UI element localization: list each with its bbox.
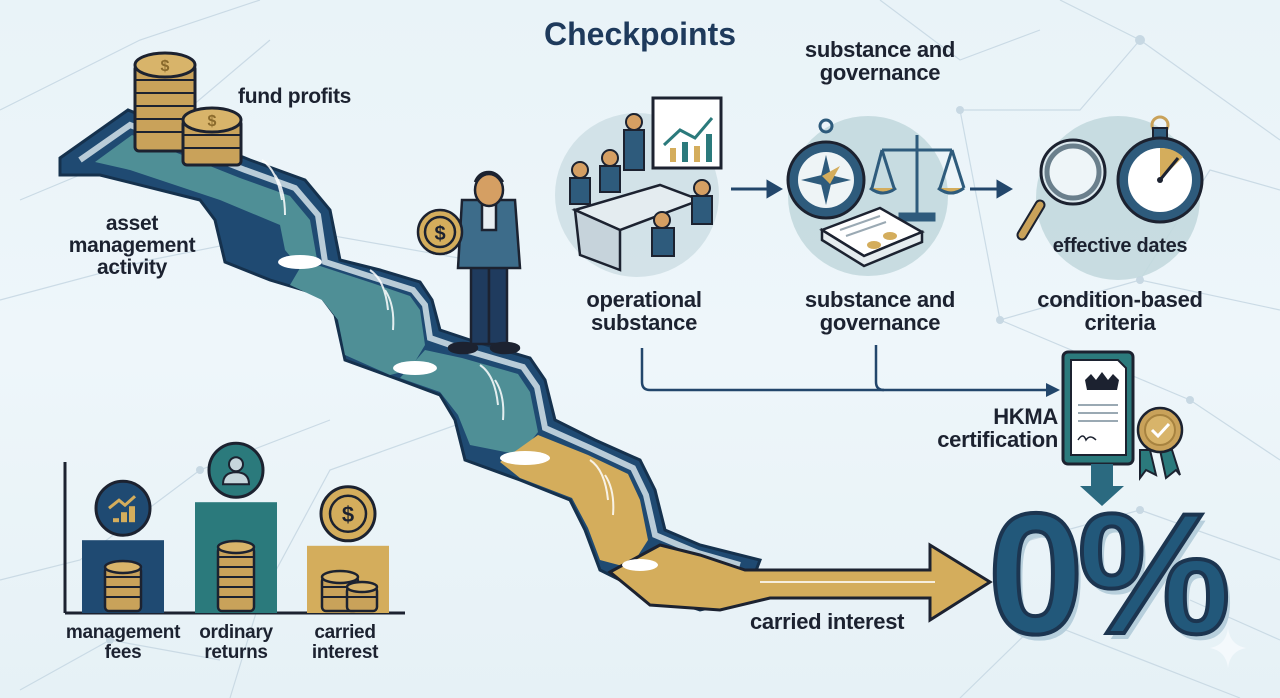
coin-stack bbox=[320, 569, 379, 613]
growth-chart-icon bbox=[94, 479, 152, 537]
label-line: asset bbox=[105, 212, 159, 235]
label-line: certification bbox=[937, 427, 1058, 453]
person-icon bbox=[207, 441, 265, 499]
coin-stack bbox=[103, 559, 143, 613]
stopwatch-icon bbox=[1116, 115, 1204, 224]
signature bbox=[1077, 435, 1097, 442]
fund-profits-label: fund profits bbox=[238, 85, 352, 108]
label-line: returns bbox=[204, 641, 268, 663]
foam bbox=[278, 255, 658, 571]
label-line: carried bbox=[314, 622, 376, 643]
label-line: substance and bbox=[804, 37, 956, 62]
bar-label-carried-interest: carried interest bbox=[300, 623, 390, 663]
magnifier-icon bbox=[1016, 138, 1107, 241]
svg-text:$: $ bbox=[208, 113, 217, 130]
label-line: operational bbox=[586, 287, 702, 312]
coin-stack bbox=[216, 539, 256, 613]
checkpoint-2-top-label: substance and governance bbox=[790, 38, 970, 84]
checkpoint-2-label: substance and governance bbox=[790, 288, 970, 334]
label-line: governance bbox=[819, 310, 941, 336]
page-title: Checkpoints bbox=[543, 16, 737, 52]
svg-text:$: $ bbox=[161, 58, 170, 75]
label-line: condition-based bbox=[1037, 287, 1203, 312]
documents-icon bbox=[819, 206, 925, 268]
checkpoint-3-label: condition-based criteria bbox=[1025, 288, 1215, 334]
hkma-certification-label: HKMA certification bbox=[920, 405, 1058, 451]
dollar-coin-icon: $ bbox=[319, 485, 377, 543]
label-line: interest bbox=[311, 641, 379, 663]
down-arrow bbox=[1080, 464, 1124, 506]
coin-stack-small: $ bbox=[181, 106, 243, 167]
seal-icon bbox=[1136, 406, 1184, 481]
coin-stack-large: $ bbox=[133, 51, 197, 153]
crown-icon bbox=[1085, 372, 1119, 390]
label-line: fees bbox=[104, 641, 142, 663]
asset-management-label: asset management activity bbox=[62, 212, 202, 280]
bar-label-ordinary-returns: ordinary returns bbox=[188, 623, 284, 663]
label-line: governance bbox=[819, 60, 941, 86]
channel-rim bbox=[78, 121, 741, 568]
bar-label-management-fees: management fees bbox=[58, 623, 188, 663]
gold-water-segment bbox=[500, 435, 648, 568]
label-line: activity bbox=[97, 256, 167, 280]
svg-text:$: $ bbox=[434, 223, 445, 245]
label-line: management bbox=[68, 234, 196, 258]
label-line: ordinary bbox=[199, 622, 273, 643]
label-line: substance and bbox=[804, 287, 956, 312]
carried-interest-output-label: carried interest bbox=[750, 609, 905, 634]
checkpoint-1-label: operational substance bbox=[574, 288, 714, 334]
dollar-glyph: $ bbox=[342, 502, 354, 527]
label-line: criteria bbox=[1084, 310, 1156, 336]
compass-icon bbox=[786, 118, 866, 220]
label-line: substance bbox=[590, 310, 698, 336]
scales-icon bbox=[869, 135, 966, 222]
label-line: management bbox=[65, 622, 181, 643]
water-segment-2 bbox=[290, 266, 425, 375]
water-segment-3 bbox=[400, 350, 538, 455]
zero-percent-result: 0% bbox=[986, 478, 1233, 670]
connector-to-certification bbox=[640, 345, 1048, 392]
water-segment-1 bbox=[95, 135, 318, 268]
label-line: HKMA bbox=[993, 404, 1058, 429]
effective-dates-label: effective dates bbox=[1052, 235, 1188, 257]
